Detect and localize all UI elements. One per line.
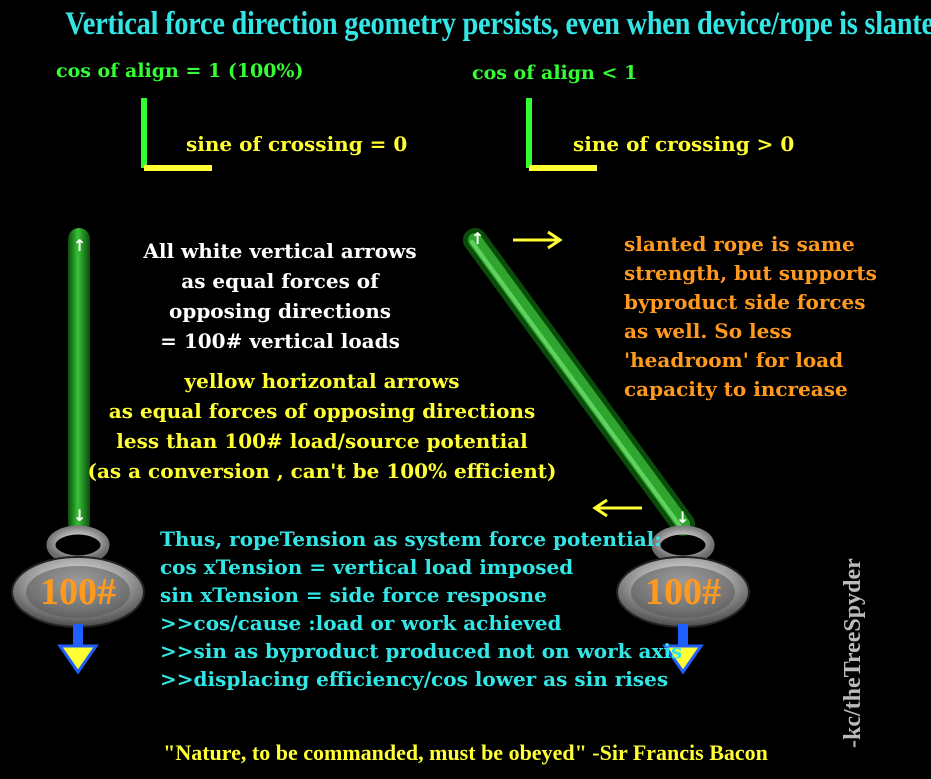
left-down-arrow-icon: ↓ [73,506,87,525]
white-note-line: opposing directions [169,299,391,323]
yellow-note-line: (as a conversion , can't be 100% efficie… [87,459,557,483]
right-sine-label: sine of crossing > 0 [573,132,795,156]
left-vertical-rope [68,228,90,534]
left-weight [11,525,145,675]
cyan-note-line: >>cos/cause :load or work achieved [160,611,562,635]
yellow-left-arrow [592,498,642,518]
right-weight-label: 100# [645,571,721,613]
rope-tension-note: Thus, ropeTension as system force potent… [160,525,682,693]
right-angle-indicator [526,98,597,171]
cyan-note-line: >>displacing efficiency/cos lower as sin… [160,667,669,691]
left-up-arrow-icon: ↑ [73,236,87,255]
yellow-note-line: less than 100# load/source potential [116,429,528,453]
left-angle-indicator [141,98,212,171]
yellow-note-line: as equal forces of opposing directions [108,399,536,423]
right-down-arrow-icon: ↓ [676,508,690,527]
white-arrows-note: All white vertical arrows as equal force… [130,236,430,356]
white-note-line: = 100# vertical loads [160,329,400,353]
left-weight-label: 100# [40,571,116,613]
right-weight [616,525,750,675]
left-sine-label: sine of crossing = 0 [186,132,408,156]
right-up-arrow-icon: ↑ [471,229,485,248]
cyan-note-line: Thus, ropeTension as system force potent… [160,527,662,551]
white-note-line: All white vertical arrows [143,239,417,263]
cyan-note-line: sin xTension = side force resposne [160,583,547,607]
right-slanted-rope [463,228,695,536]
orange-note-line: byproduct side forces [624,290,866,314]
yellow-arrows-note: yellow horizontal arrows as equal forces… [86,366,558,486]
left-cos-label: cos of align = 1 (100%) [56,60,304,82]
cyan-note-line: cos xTension = vertical load imposed [160,555,574,579]
page-title: Vertical force direction geometry persis… [65,6,931,42]
cyan-note-line: >>sin as byproduct produced not on work … [160,639,683,663]
author-signature: -kc/theTreeSpyder [840,558,866,748]
right-cos-label: cos of align < 1 [472,62,638,84]
yellow-right-arrow [513,230,563,250]
orange-note-line: capacity to increase [624,377,848,401]
slanted-rope-note: slanted rope is same strength, but suppo… [624,230,877,404]
orange-note-line: slanted rope is same [624,232,855,256]
orange-note-line: 'headroom' for load [624,348,844,372]
orange-note-line: as well. So less [624,319,792,343]
orange-note-line: strength, but supports [624,261,877,285]
white-note-line: as equal forces of [181,269,379,293]
bacon-quote: "Nature, to be commanded, must be obeyed… [163,740,768,765]
yellow-note-line: yellow horizontal arrows [184,369,460,393]
